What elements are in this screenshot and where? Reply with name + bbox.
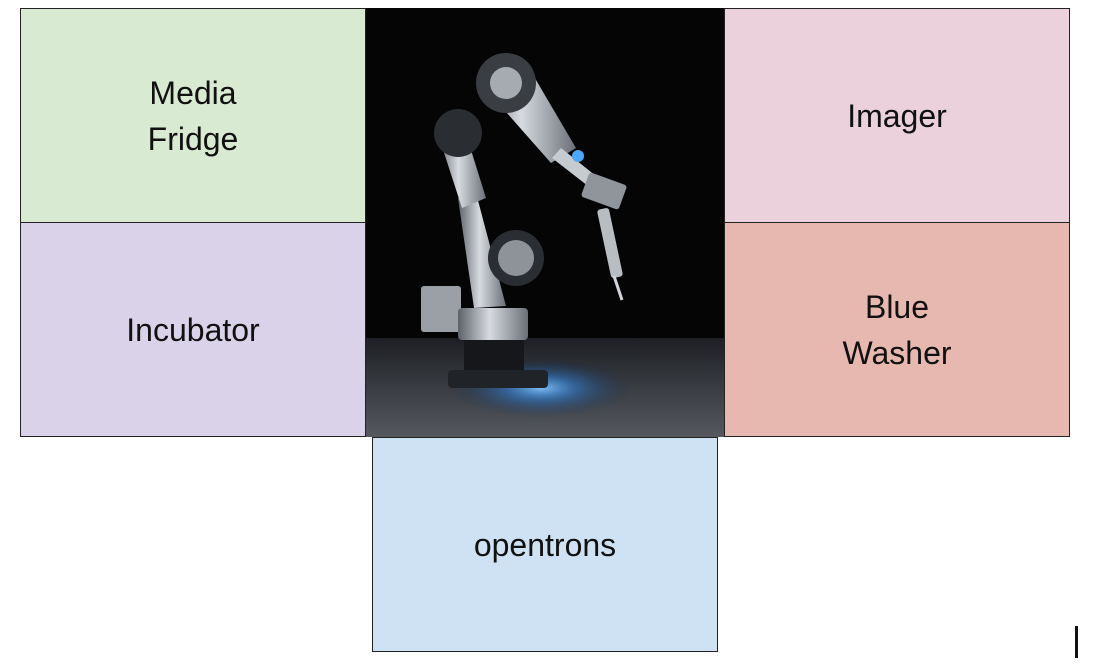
opentrons-label: opentrons <box>474 522 616 568</box>
opentrons-station: opentrons <box>372 437 718 652</box>
imager-label: Imager <box>847 93 947 139</box>
incubator-station: Incubator <box>20 222 366 437</box>
blue-washer-station: Blue Washer <box>724 222 1070 437</box>
robot-arm-image <box>366 8 724 437</box>
incubator-label: Incubator <box>126 307 259 353</box>
text-cursor-icon <box>1075 626 1078 658</box>
imager-station: Imager <box>724 8 1070 223</box>
blue-washer-label: Blue Washer <box>842 284 951 376</box>
media-fridge-station: Media Fridge <box>20 8 366 223</box>
media-fridge-label: Media Fridge <box>148 70 239 162</box>
